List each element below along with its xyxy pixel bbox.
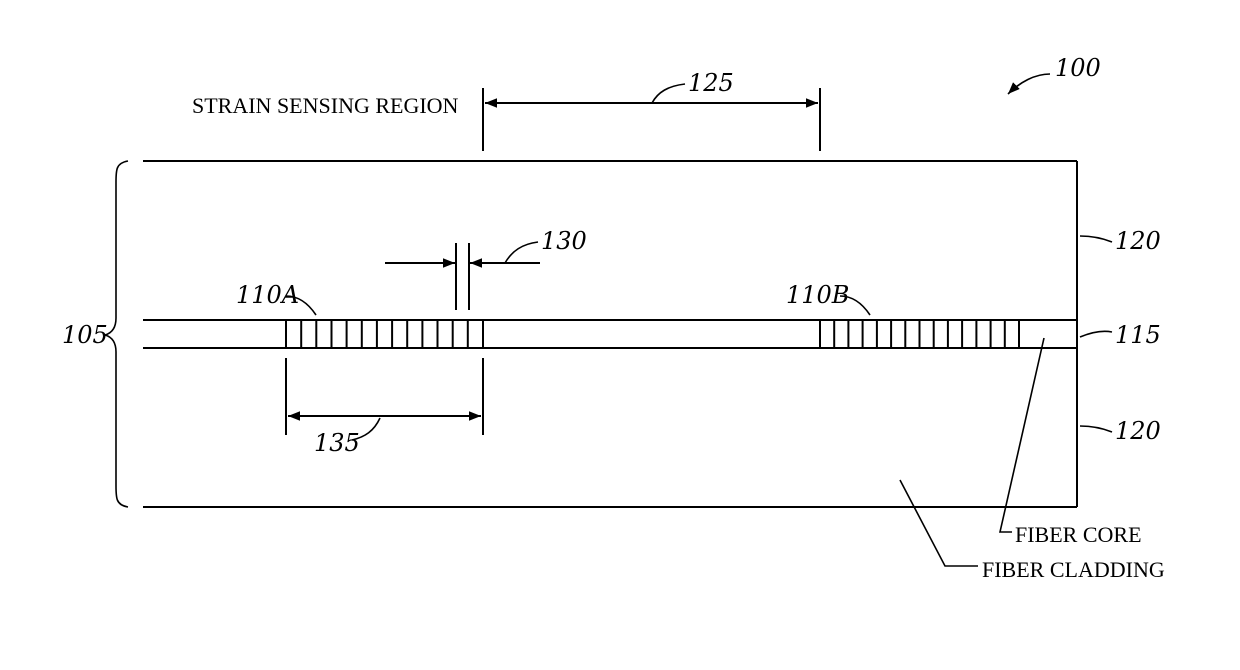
leader-120-bottom	[1080, 426, 1112, 432]
strain-sensing-region-label: STRAIN SENSING REGION	[192, 93, 459, 118]
leader-120-top	[1080, 236, 1112, 242]
label-105: 105	[62, 321, 108, 349]
label-120-bottom: 120	[1115, 417, 1161, 445]
grating-length-dimension	[286, 358, 483, 440]
leader-115	[1080, 331, 1112, 337]
label-110b: 110B	[786, 281, 849, 309]
grating-110a	[286, 320, 483, 348]
optical-fiber	[143, 161, 1077, 507]
strain-sensing-region-dimension	[483, 84, 820, 151]
leader-125	[652, 84, 685, 103]
leader-130	[505, 242, 538, 263]
label-120-top: 120	[1115, 227, 1161, 255]
leader-fiber-cladding	[900, 480, 978, 566]
leader-100-arrow	[1008, 74, 1050, 94]
label-125: 125	[688, 69, 734, 97]
label-130: 130	[541, 227, 587, 255]
fiber-core	[143, 320, 1077, 348]
fiber-cladding-label: FIBER CLADDING	[982, 557, 1165, 582]
label-110a: 110A	[236, 281, 299, 309]
grating-period-dimension	[385, 242, 540, 310]
label-135: 135	[314, 429, 360, 457]
fiber-core-label: FIBER CORE	[1015, 522, 1142, 547]
grating-110b	[820, 320, 1019, 348]
label-100: 100	[1055, 54, 1101, 82]
label-115: 115	[1115, 321, 1161, 349]
fiber-brace	[105, 161, 128, 507]
leader-fiber-core	[1000, 338, 1044, 532]
